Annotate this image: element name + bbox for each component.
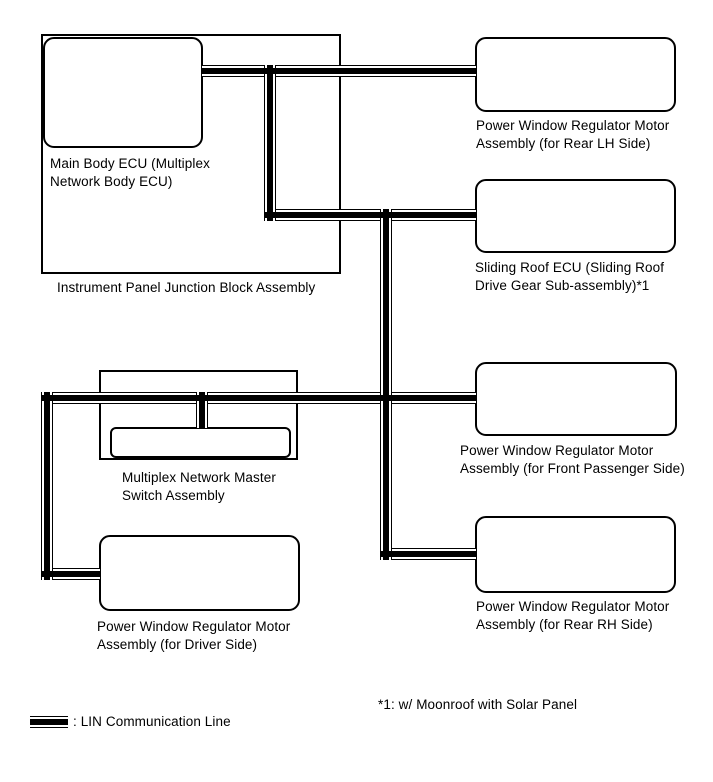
lin-line-to-driver xyxy=(41,568,100,580)
node-power-window-front-passenger xyxy=(475,362,677,436)
junction-core xyxy=(383,548,389,560)
junction-core xyxy=(44,568,50,580)
label-power-window-front-passenger: Power Window Regulator Motor Assembly (f… xyxy=(460,443,685,476)
junction-core xyxy=(267,209,273,221)
label-sliding-roof-ecu: Sliding Roof ECU (Sliding Roof Drive Gea… xyxy=(475,260,665,293)
node-main-body-ecu xyxy=(43,37,203,148)
lin-line-legend-swatch-icon xyxy=(30,716,68,728)
junction-core xyxy=(383,392,389,404)
junction-core xyxy=(199,392,205,404)
label-power-window-rear-lh: Power Window Regulator Motor Assembly (f… xyxy=(476,118,670,151)
junction-core xyxy=(44,392,50,404)
lin-branch-left-vertical xyxy=(41,392,53,580)
label-power-window-driver: Power Window Regulator Motor Assembly (f… xyxy=(97,619,291,652)
node-power-window-rear-rh xyxy=(475,516,676,593)
lin-line-to-sliding-roof xyxy=(264,209,476,221)
footnote: *1: w/ Moonroof with Solar Panel xyxy=(378,697,578,712)
junction-core xyxy=(383,209,389,221)
node-master-switch-inner xyxy=(110,427,291,458)
node-sliding-roof-ecu xyxy=(475,179,676,253)
legend-label: : LIN Communication Line xyxy=(73,714,231,729)
node-power-window-driver xyxy=(99,535,300,611)
lin-trunk-vertical xyxy=(380,209,392,560)
node-power-window-rear-lh xyxy=(475,37,676,112)
node-instrument-panel-junction-block xyxy=(41,34,341,274)
label-instrument-panel-junction-block: Instrument Panel Junction Block Assembly xyxy=(57,280,316,295)
label-power-window-rear-rh: Power Window Regulator Motor Assembly (f… xyxy=(476,599,670,632)
lin-line-master-to-front-passenger xyxy=(41,392,476,404)
junction-core xyxy=(267,65,273,77)
lin-branch-down-from-ecu xyxy=(264,65,276,221)
node-master-switch-outer xyxy=(99,370,298,460)
lin-line-to-rear-rh xyxy=(380,548,476,560)
label-main-body-ecu: Main Body ECU (Multiplex Network Body EC… xyxy=(50,156,210,189)
label-master-switch: Multiplex Network Master Switch Assembly xyxy=(122,470,276,503)
